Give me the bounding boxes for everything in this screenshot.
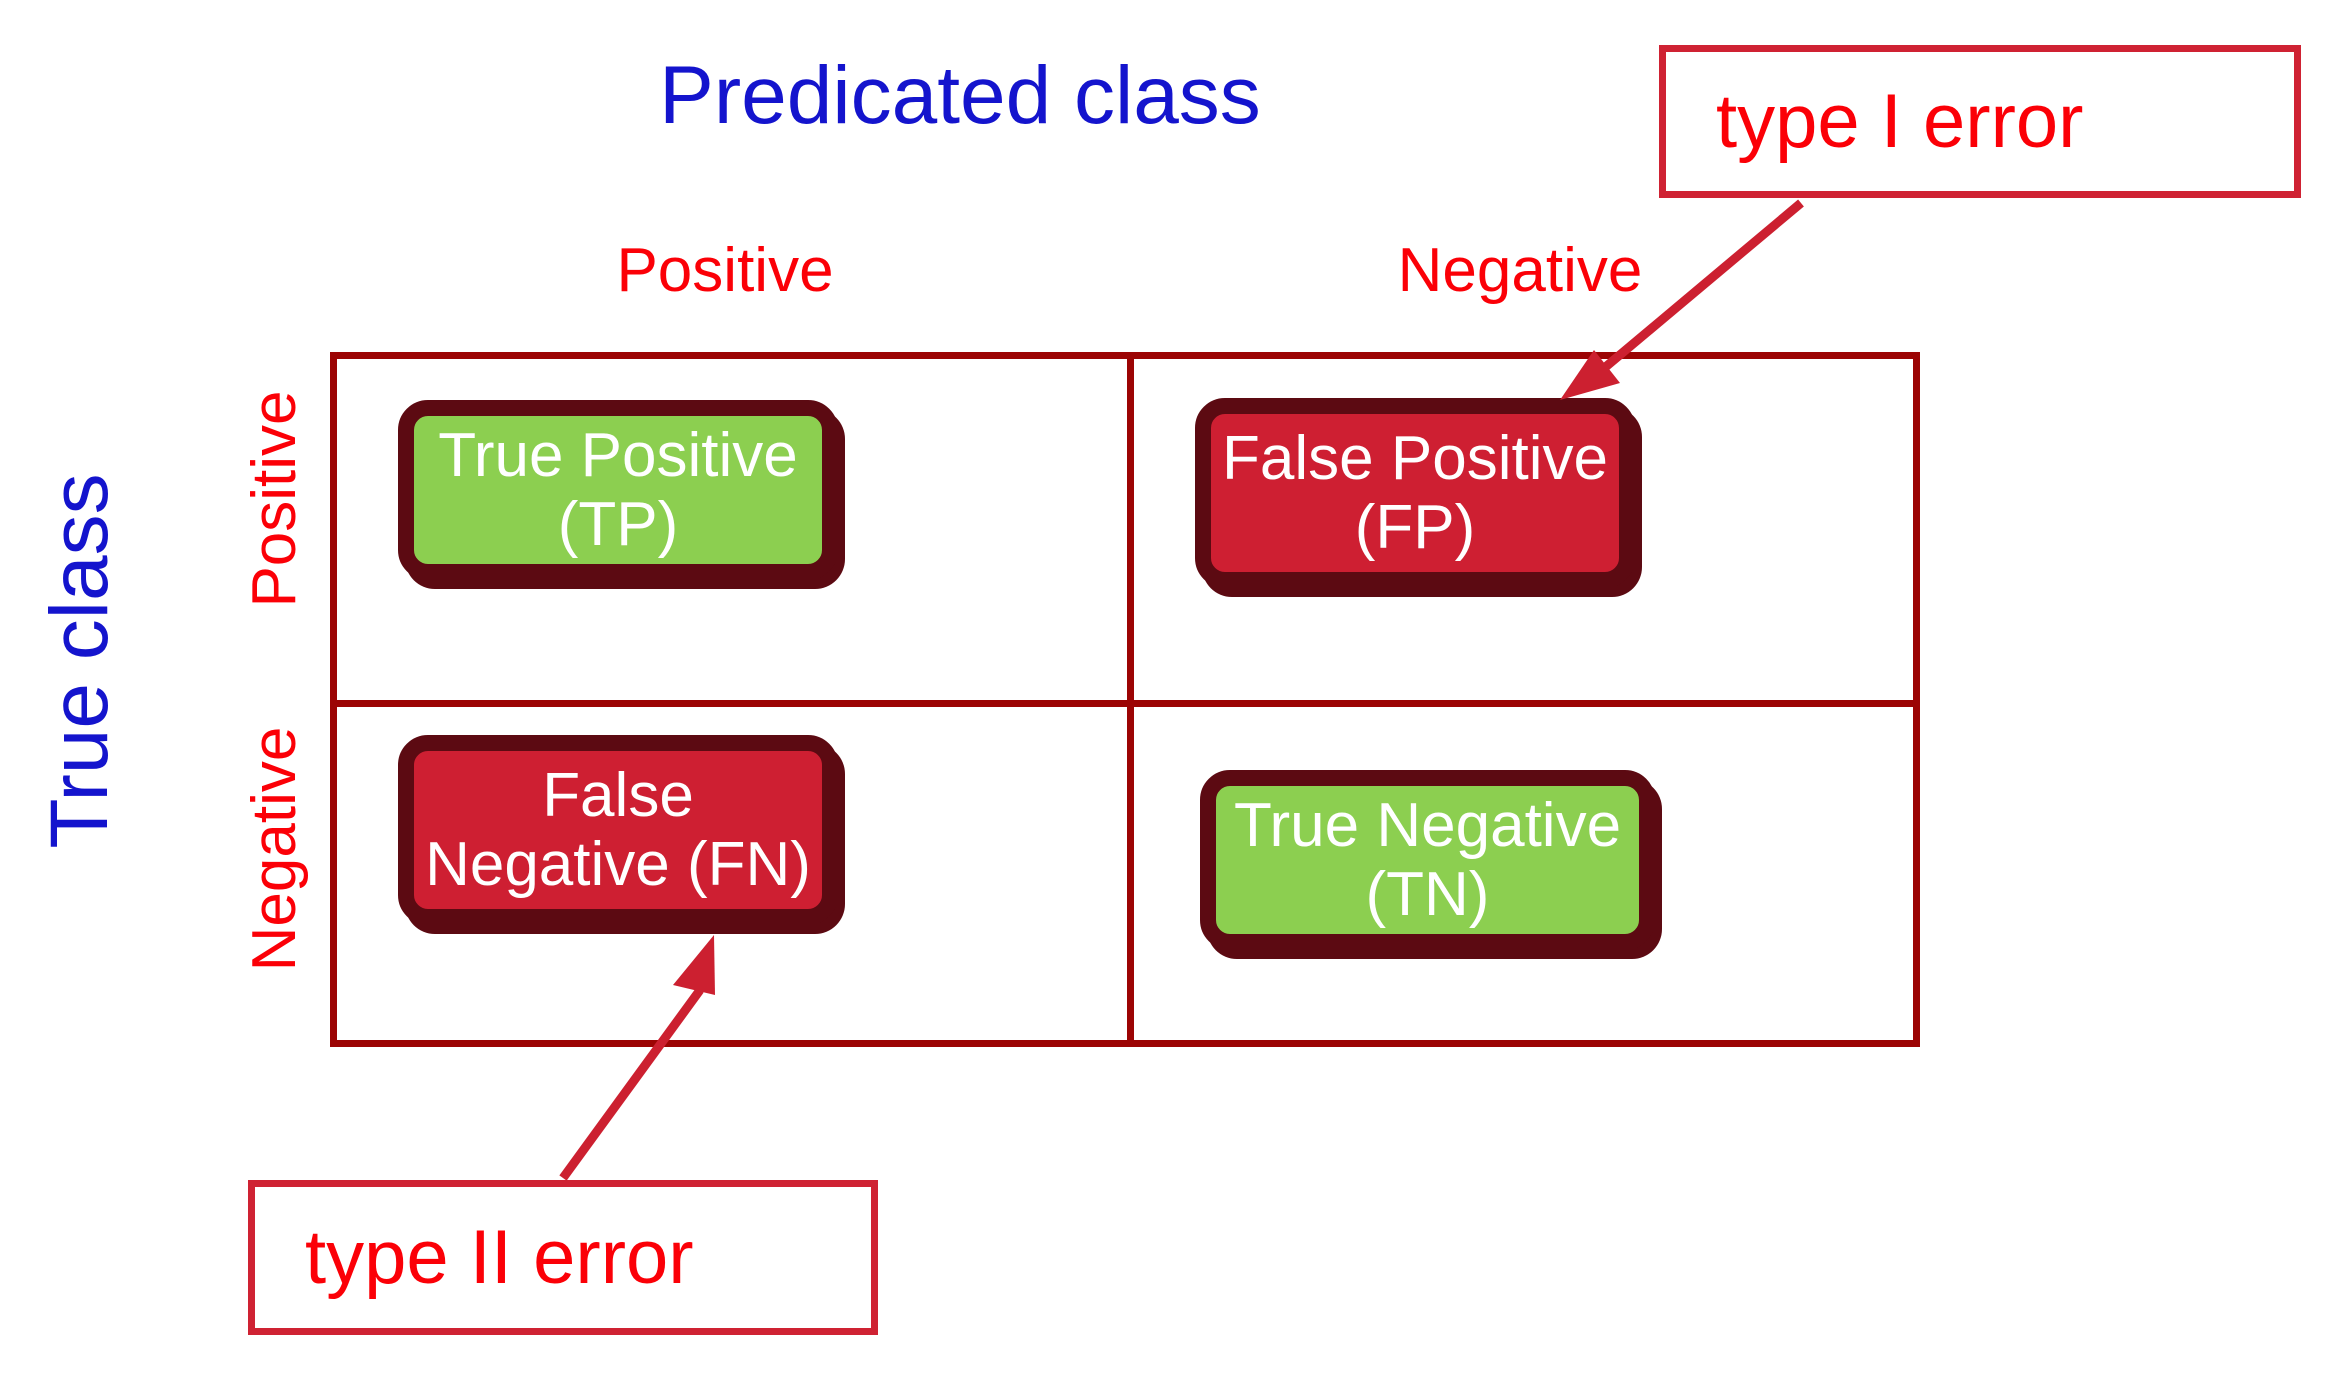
cell-fn-line1: False: [542, 760, 694, 830]
matrix-grid: [330, 352, 1920, 1047]
row-header-negative: Negative: [240, 726, 309, 972]
cell-false-positive[interactable]: False Positive (FP): [1195, 398, 1635, 588]
callout-type-1-error[interactable]: type I error: [1659, 45, 2301, 198]
cell-tp-line1: True Positive: [438, 420, 798, 490]
cell-tn-line1: True Negative: [1233, 790, 1622, 860]
cell-fp-line1: False Positive: [1222, 423, 1608, 493]
predicted-class-title: Predicated class: [659, 50, 1261, 141]
cell-true-positive[interactable]: True Positive (TP): [398, 400, 838, 580]
cell-fp-line2: (FP): [1354, 493, 1476, 562]
row-header-positive: Positive: [240, 390, 309, 608]
callout-type-2-error[interactable]: type II error: [248, 1180, 878, 1335]
cell-fn-line2: Negative (FN): [425, 830, 811, 899]
cell-tn-line2: (TN): [1365, 860, 1490, 929]
callout-type-2-error-label: type II error: [305, 1214, 694, 1300]
matrix-vertical-divider: [1127, 359, 1134, 1040]
true-class-axis-label: True class: [34, 473, 125, 849]
cell-true-negative[interactable]: True Negative (TN): [1200, 770, 1655, 950]
column-header-positive: Positive: [616, 236, 834, 305]
cell-false-negative[interactable]: False Negative (FN): [398, 735, 838, 925]
matrix-horizontal-divider: [337, 700, 1913, 707]
callout-type-1-error-label: type I error: [1716, 78, 2084, 164]
cell-tp-line2: (TP): [557, 490, 679, 559]
column-header-negative: Negative: [1397, 236, 1643, 305]
